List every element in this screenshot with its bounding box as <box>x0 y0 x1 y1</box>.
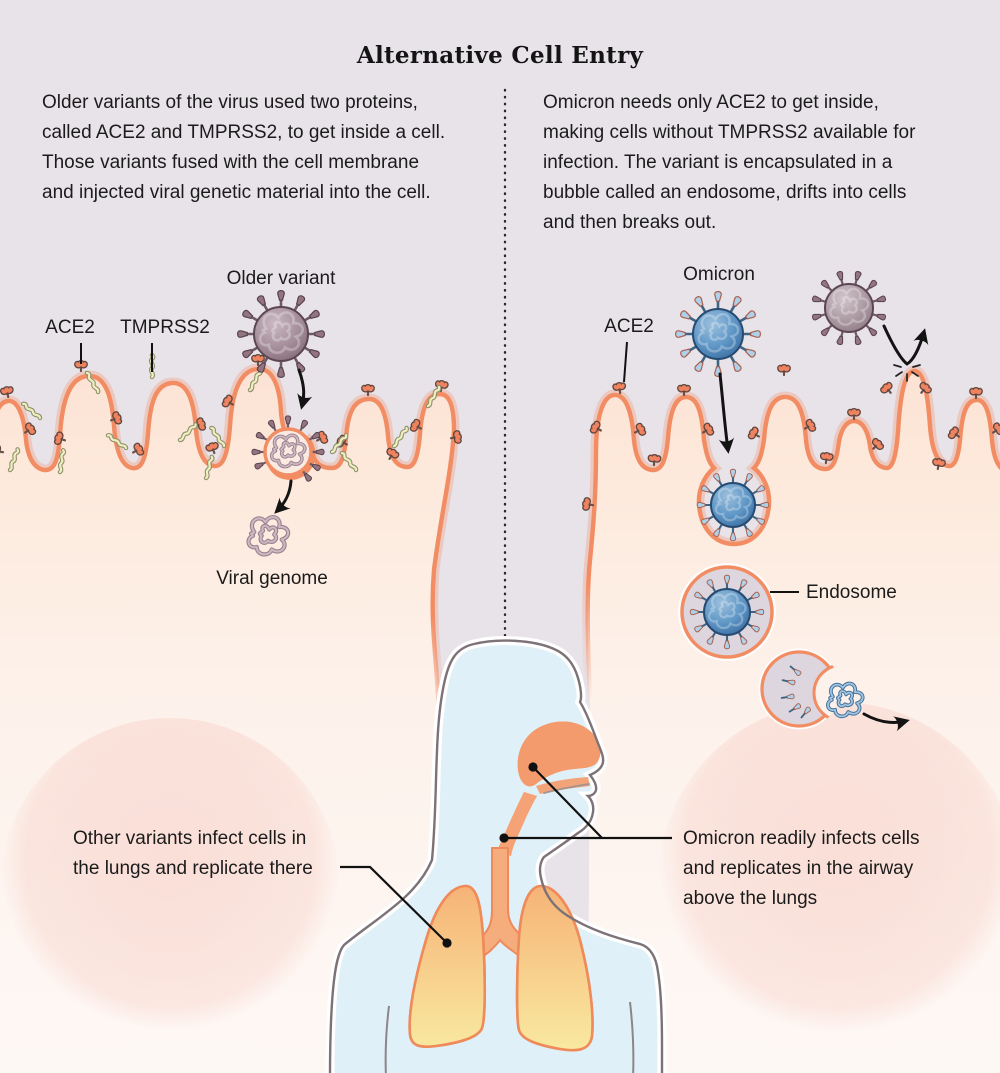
virus-in-forming-endosome <box>696 468 770 542</box>
label-ace2-left: ACE2 <box>45 317 95 338</box>
label-viral-genome: Viral genome <box>216 568 328 589</box>
arrow-genome-escape <box>862 712 910 732</box>
page-title: Alternative Cell Entry <box>356 42 644 69</box>
intro-left: Older variants of the virus used two pro… <box>42 88 445 208</box>
lungs <box>408 884 594 1052</box>
callout-line-right <box>499 762 672 843</box>
callout-left-line: the lungs and replicate there <box>73 858 313 879</box>
callout-right-line: above the lungs <box>683 888 818 909</box>
older-variant-virus <box>236 289 326 379</box>
callout-left: Other variants infect cells in the lungs… <box>73 824 313 884</box>
callout-left-line: Other variants infect cells in <box>73 828 307 849</box>
intro-left-line: Those variants fused with the cell membr… <box>42 152 420 173</box>
label-omicron: Omicron <box>683 264 755 285</box>
intro-right-line: and then breaks out. <box>543 212 717 233</box>
impact-marks <box>893 364 921 382</box>
callout-line-left <box>340 865 452 948</box>
arm-line-left <box>384 1005 390 1073</box>
callout-right-line: and replicates in the airway <box>683 858 914 879</box>
endosome <box>678 563 776 661</box>
intro-left-line: and injected viral genetic material into… <box>42 182 431 203</box>
omicron-virus <box>674 290 762 378</box>
intro-right-line: bubble called an endosome, drifts into c… <box>543 182 907 203</box>
fused-virus <box>250 414 326 484</box>
body-figure <box>330 641 662 1073</box>
arrow-older-variant-down <box>297 368 313 410</box>
intro-left-line: Older variants of the virus used two pro… <box>42 92 418 113</box>
arrow-bounce-off <box>882 324 929 366</box>
intro-right-line: Omicron needs only ACE2 to get inside, <box>543 92 879 113</box>
mouth-line <box>543 783 590 794</box>
deflected-older-variant-virus <box>810 269 888 347</box>
pink-glow-left <box>0 718 340 1058</box>
intro-right-line: making cells without TMPRSS2 available f… <box>543 122 916 143</box>
intro-right: Omicron needs only ACE2 to get inside, m… <box>543 88 915 238</box>
arrow-omicron-down <box>718 372 735 454</box>
pink-glow-right <box>658 702 1000 1062</box>
arm-line-right <box>629 1001 635 1073</box>
label-older-variant: Older variant <box>226 268 336 289</box>
intro-left-line: called ACE2 and TMPRSS2, to get inside a… <box>42 122 446 143</box>
label-ace2-right: ACE2 <box>604 316 654 337</box>
label-endosome: Endosome <box>806 582 897 603</box>
callout-right-line: Omicron readily infects cells <box>683 828 920 849</box>
label-tmprss2: TMPRSS2 <box>120 317 210 338</box>
arrow-genome-release <box>274 479 293 514</box>
label-line-ace2-right <box>623 341 628 383</box>
intro-right-line: infection. The variant is encapsulated i… <box>543 152 893 173</box>
callout-right: Omicron readily infects cells and replic… <box>683 824 920 914</box>
